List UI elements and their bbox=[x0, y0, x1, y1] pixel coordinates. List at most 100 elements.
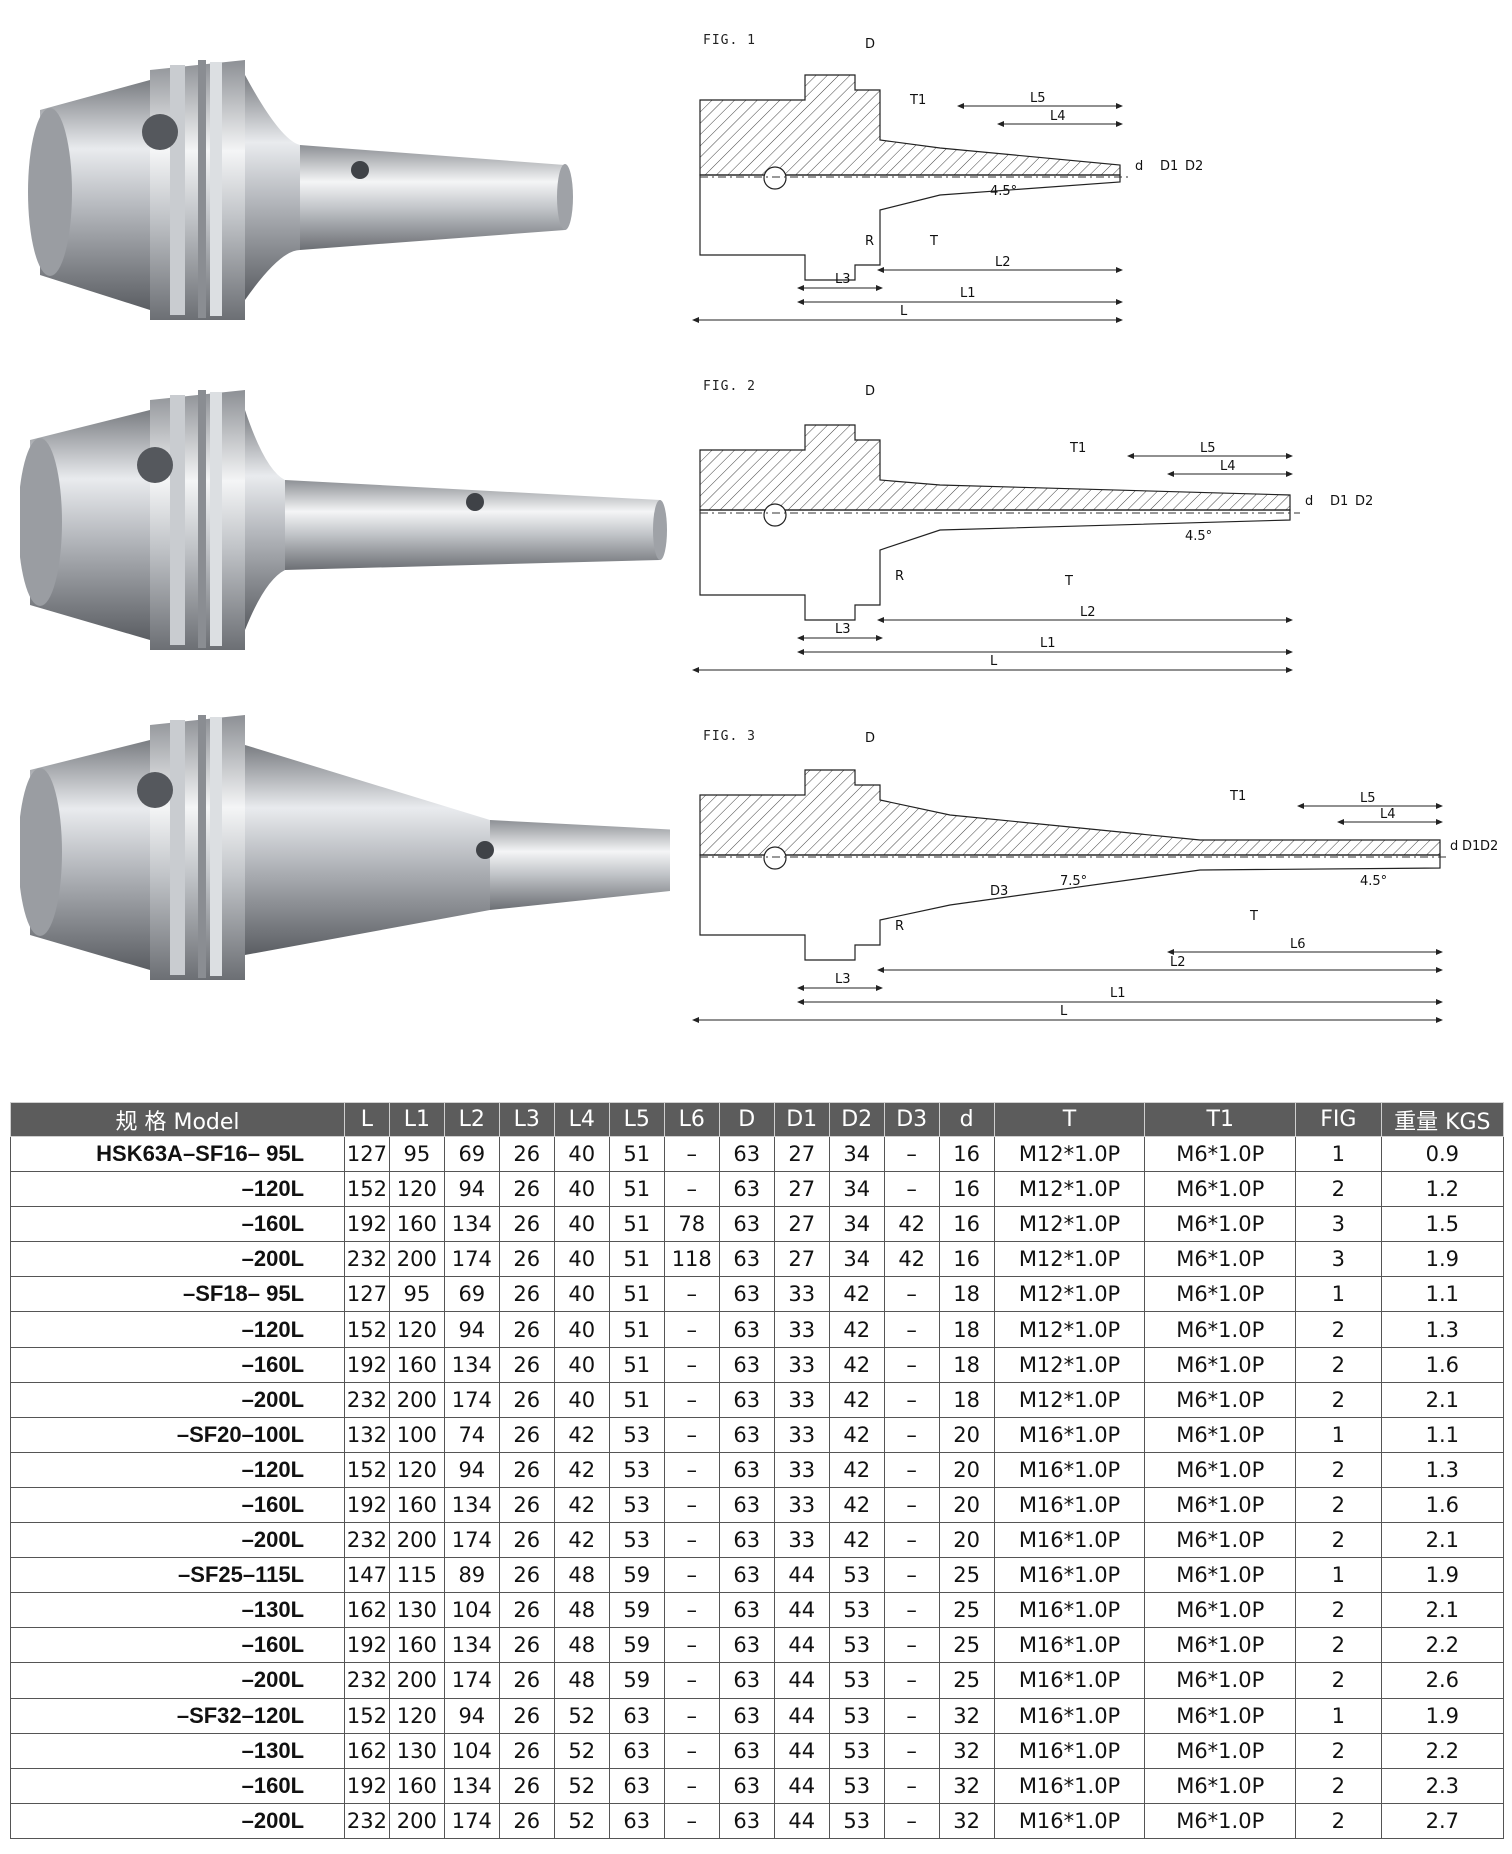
table-cell: – bbox=[663, 1346, 720, 1383]
table-cell: – bbox=[663, 1732, 720, 1769]
table-cell: – bbox=[883, 1662, 940, 1699]
table-cell: 2 bbox=[1295, 1662, 1382, 1699]
table-cell: M12*1.0P bbox=[993, 1381, 1146, 1418]
fig2-dim-D: D bbox=[865, 384, 875, 399]
fig2-dim-L2: L2 bbox=[1080, 605, 1096, 620]
model-cell: –SF25–115L bbox=[9, 1557, 346, 1594]
table-cell: 63 bbox=[608, 1802, 665, 1839]
fig1-dim-L1: L1 bbox=[960, 286, 976, 301]
table-cell: 33 bbox=[773, 1346, 830, 1383]
table-cell: 40 bbox=[553, 1171, 610, 1208]
column-header: d bbox=[938, 1102, 995, 1137]
table-cell: 94 bbox=[443, 1311, 500, 1348]
table-cell: M6*1.0P bbox=[1144, 1557, 1297, 1594]
table-cell: 63 bbox=[718, 1416, 775, 1453]
table-cell: 69 bbox=[443, 1135, 500, 1173]
fig2-dim-angle: 4.5° bbox=[1185, 529, 1212, 544]
table-cell: 34 bbox=[828, 1135, 885, 1173]
fig3-dim-D2: D2 bbox=[1480, 839, 1498, 854]
table-cell: M6*1.0P bbox=[1144, 1311, 1297, 1348]
table-cell: 27 bbox=[773, 1241, 830, 1278]
table-cell: – bbox=[663, 1557, 720, 1594]
table-cell: 192 bbox=[344, 1627, 390, 1664]
table-cell: 63 bbox=[718, 1171, 775, 1208]
table-cell: 63 bbox=[718, 1802, 775, 1839]
table-cell: 95 bbox=[388, 1276, 445, 1313]
table-cell: 1.6 bbox=[1380, 1346, 1505, 1383]
table-cell: 25 bbox=[938, 1627, 995, 1664]
table-cell: 44 bbox=[773, 1592, 830, 1629]
table-cell: M16*1.0P bbox=[993, 1557, 1146, 1594]
fig3-dim-T1: T1 bbox=[1229, 789, 1246, 804]
table-cell: 160 bbox=[388, 1346, 445, 1383]
fig1-dim-T: T bbox=[929, 234, 938, 249]
table-cell: 42 bbox=[828, 1522, 885, 1559]
table-cell: 152 bbox=[344, 1451, 390, 1488]
table-cell: M6*1.0P bbox=[1144, 1346, 1297, 1383]
table-cell: M12*1.0P bbox=[993, 1311, 1146, 1348]
table-cell: 2 bbox=[1295, 1311, 1382, 1348]
fig1-dim-angle: 4.5° bbox=[990, 184, 1017, 199]
table-cell: M16*1.0P bbox=[993, 1416, 1146, 1453]
table-cell: M16*1.0P bbox=[993, 1732, 1146, 1769]
table-cell: 16 bbox=[938, 1171, 995, 1208]
table-cell: – bbox=[663, 1171, 720, 1208]
table-cell: M6*1.0P bbox=[1144, 1241, 1297, 1278]
table-cell: 44 bbox=[773, 1732, 830, 1769]
table-cell: 120 bbox=[388, 1451, 445, 1488]
table-cell: 44 bbox=[773, 1662, 830, 1699]
table-cell: 232 bbox=[344, 1802, 390, 1839]
table-cell: 53 bbox=[828, 1767, 885, 1804]
table-cell: 174 bbox=[443, 1802, 500, 1839]
table-cell: 200 bbox=[388, 1381, 445, 1418]
table-cell: 118 bbox=[663, 1241, 720, 1278]
table-cell: 32 bbox=[938, 1732, 995, 1769]
table-cell: 232 bbox=[344, 1662, 390, 1699]
table-cell: – bbox=[663, 1697, 720, 1734]
table-cell: 78 bbox=[663, 1206, 720, 1243]
table-cell: 2.1 bbox=[1380, 1522, 1505, 1559]
table-cell: 51 bbox=[608, 1346, 665, 1383]
table-cell: 40 bbox=[553, 1135, 610, 1173]
fig3-dim-L5: L5 bbox=[1360, 791, 1376, 806]
fig3-dim-angle-4: 4.5° bbox=[1360, 874, 1387, 889]
table-cell: 1 bbox=[1295, 1276, 1382, 1313]
table-cell: 1.9 bbox=[1380, 1241, 1505, 1278]
column-header: L bbox=[344, 1102, 390, 1137]
column-header: L4 bbox=[553, 1102, 610, 1137]
column-header: L2 bbox=[443, 1102, 500, 1137]
fig3-dim-L1: L1 bbox=[1110, 986, 1126, 1001]
table-cell: 40 bbox=[553, 1311, 610, 1348]
table-cell: 53 bbox=[608, 1416, 665, 1453]
table-cell: 53 bbox=[828, 1557, 885, 1594]
table-cell: 44 bbox=[773, 1802, 830, 1839]
fig1-dim-L5: L5 bbox=[1030, 91, 1046, 106]
table-cell: 232 bbox=[344, 1381, 390, 1418]
fig1-dim-L4: L4 bbox=[1050, 109, 1066, 124]
table-cell: 2 bbox=[1295, 1802, 1382, 1839]
table-cell: 59 bbox=[608, 1557, 665, 1594]
column-header: L6 bbox=[663, 1102, 720, 1137]
table-cell: 2 bbox=[1295, 1732, 1382, 1769]
table-cell: 63 bbox=[718, 1486, 775, 1524]
table-cell: 53 bbox=[828, 1697, 885, 1734]
table-cell: M6*1.0P bbox=[1144, 1486, 1297, 1524]
table-cell: 1.6 bbox=[1380, 1486, 1505, 1524]
column-header: D bbox=[718, 1102, 775, 1137]
model-cell: –120L bbox=[9, 1311, 346, 1348]
fig2-dim-d: d bbox=[1305, 494, 1313, 509]
table-cell: – bbox=[663, 1486, 720, 1524]
table-cell: 26 bbox=[498, 1522, 555, 1559]
table-cell: – bbox=[663, 1592, 720, 1629]
table-cell: 104 bbox=[443, 1592, 500, 1629]
table-cell: 63 bbox=[718, 1767, 775, 1804]
table-cell: 44 bbox=[773, 1627, 830, 1664]
table-cell: 26 bbox=[498, 1486, 555, 1524]
table-cell: M12*1.0P bbox=[993, 1241, 1146, 1278]
table-cell: 16 bbox=[938, 1206, 995, 1243]
